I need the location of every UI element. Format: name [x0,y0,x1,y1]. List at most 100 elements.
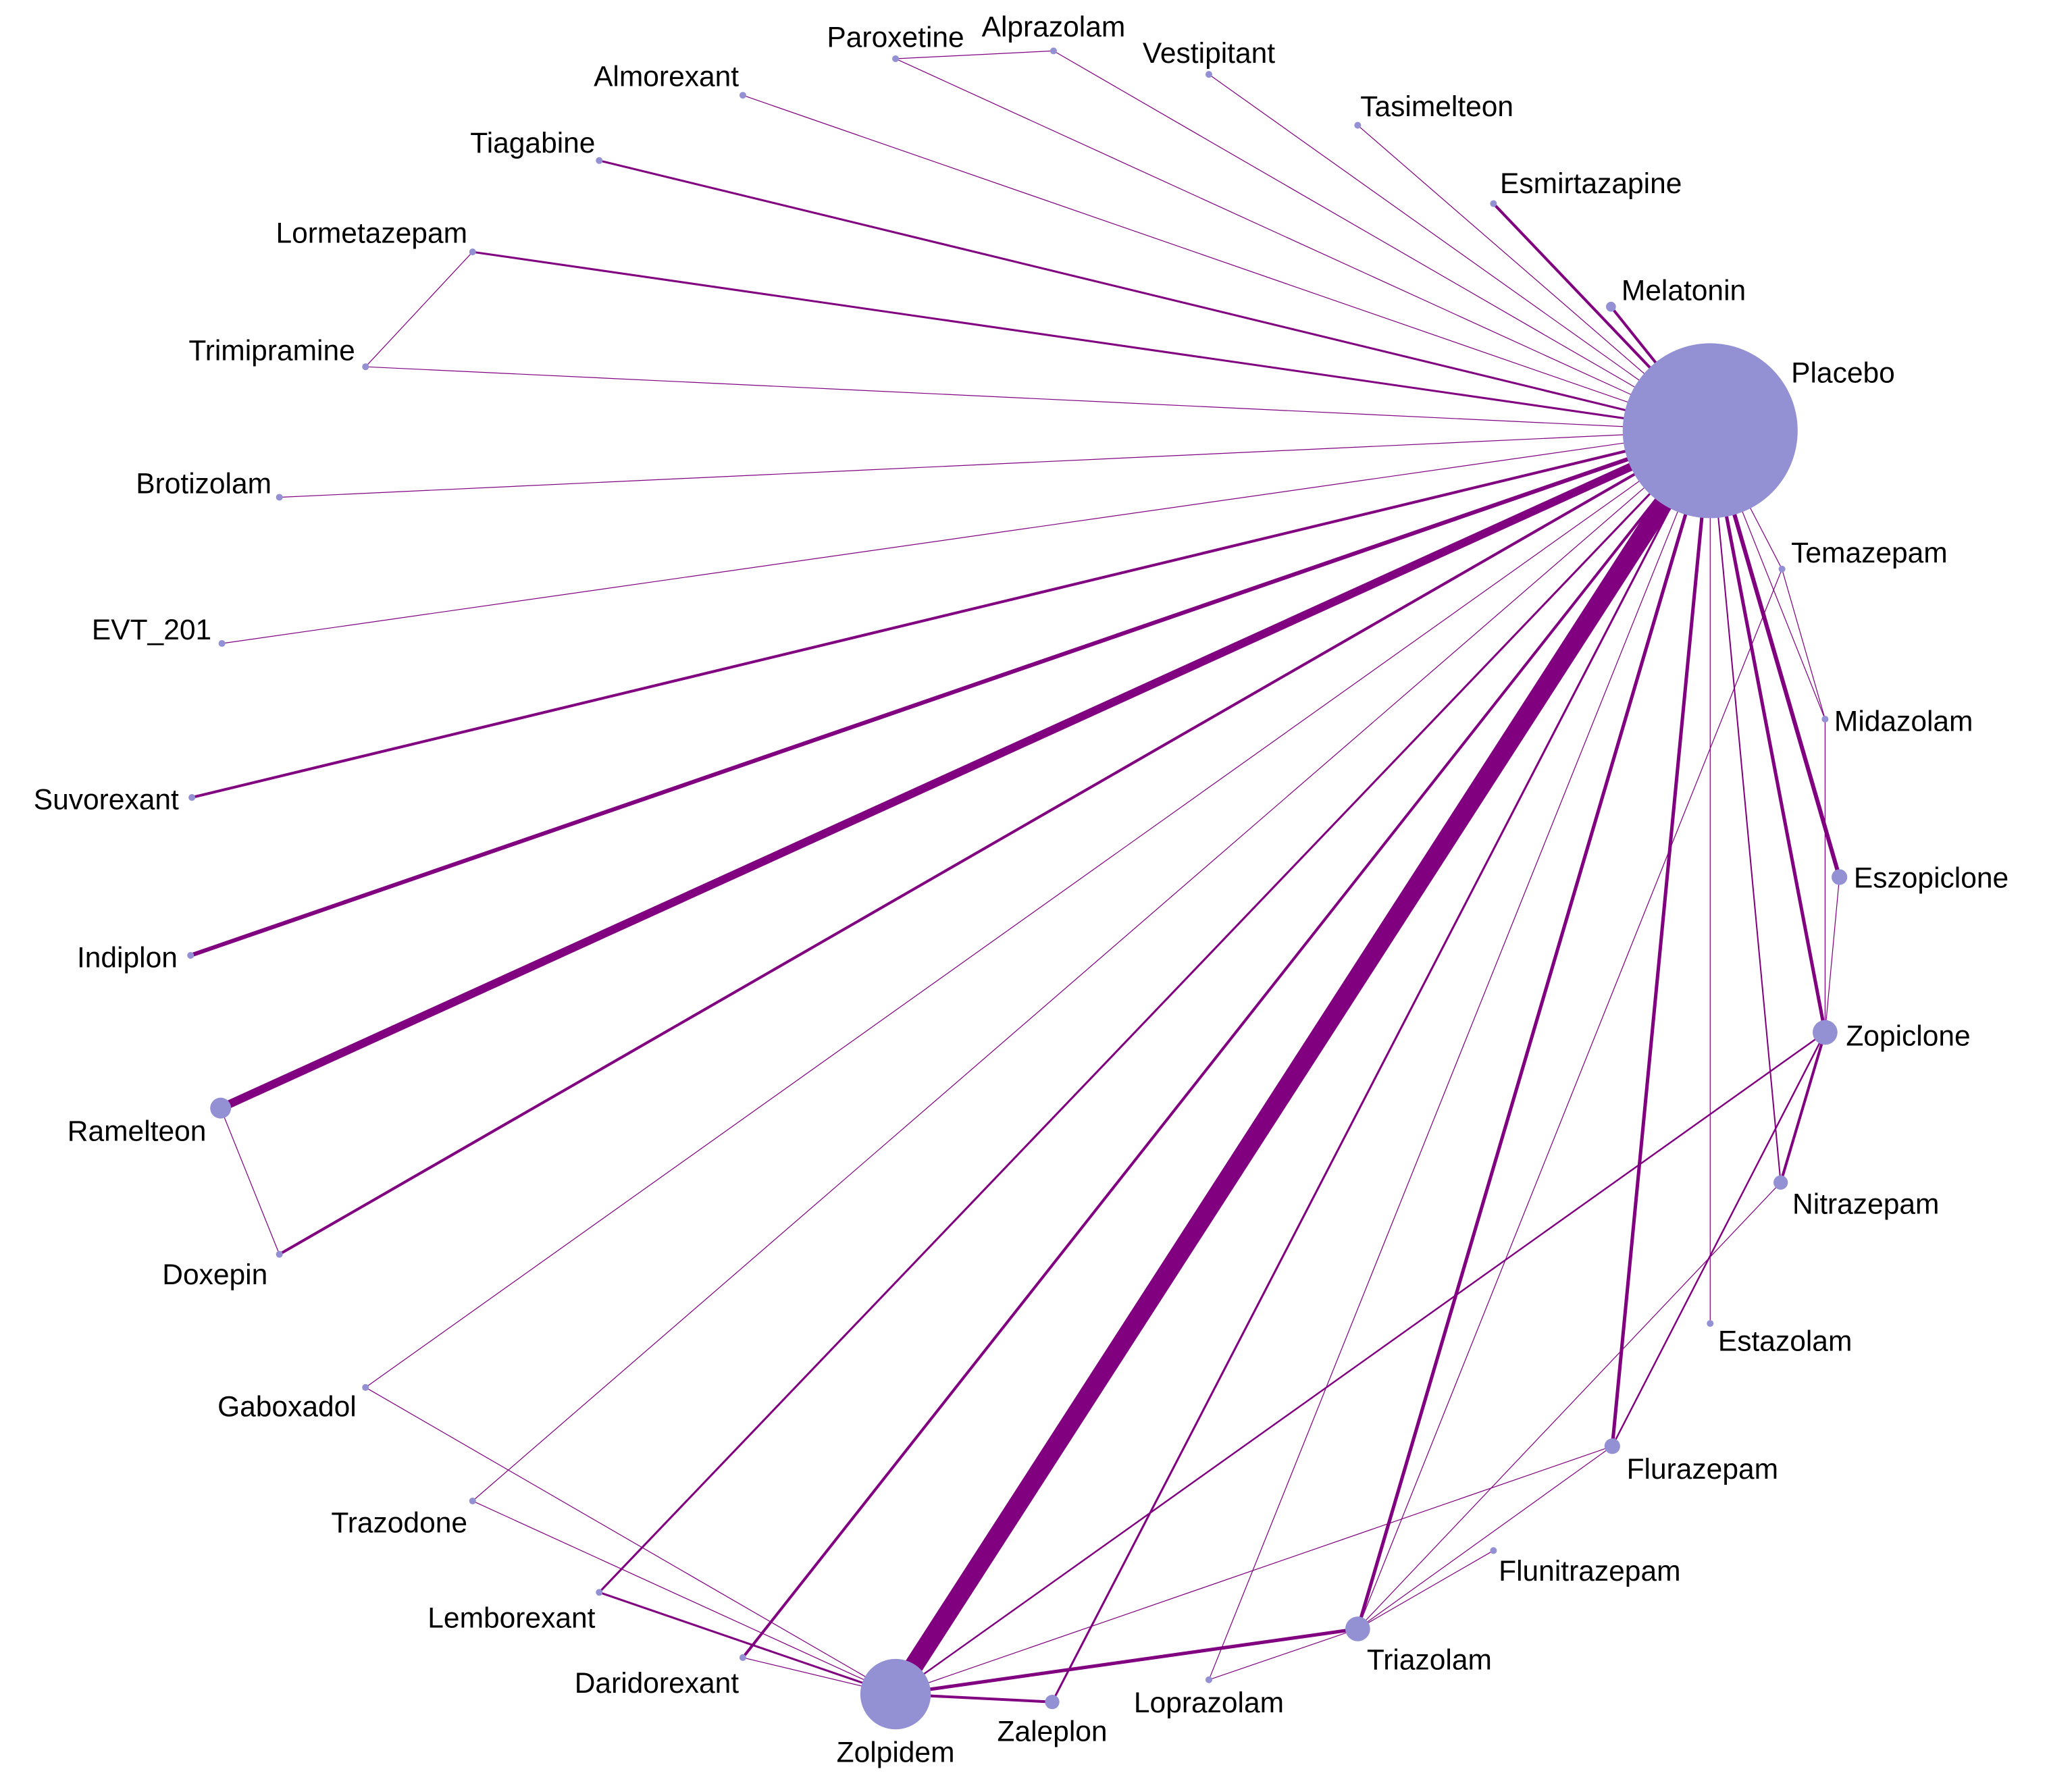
edge-flurazepam-zopiclone [1611,1032,1826,1447]
node-almorexant [739,92,746,99]
edge-placebo-daridorexant [742,429,1711,1659]
node-esmirtazapine [1490,200,1497,207]
node-label-almorexant: Almorexant [594,61,739,93]
edge-zolpidem-triazolam [895,1627,1358,1696]
node-ramelteon [210,1097,232,1119]
node-label-vestipitant: Vestipitant [1143,38,1275,70]
node-label-estazolam: Estazolam [1718,1326,1852,1358]
node-label-trimipramine: Trimipramine [188,336,355,367]
edge-placebo-zaleplon [1051,430,1711,1703]
node-placebo [1622,343,1798,519]
node-label-lormetazepam: Lormetazepam [276,218,467,250]
edge-placebo-lemborexant [598,429,1711,1593]
edge-placebo-lormetazepam [472,251,1711,432]
edge-zolpidem-zopiclone [895,1032,1826,1695]
node-temazepam [1778,565,1786,573]
edge-triazolam-temazepam [1357,569,1783,1629]
node-eszopiclone [1832,869,1848,885]
node-label-zopiclone: Zopiclone [1846,1020,1970,1052]
node-tasimelteon [1354,122,1362,129]
node-zaleplon [1045,1695,1060,1710]
node-label-suvorexant: Suvorexant [34,784,179,816]
edge-zolpidem-lemborexant [598,1591,896,1695]
node-label-evt201: EVT_201 [92,614,211,646]
node-label-ramelteon: Ramelteon [68,1115,207,1147]
node-label-gaboxadol: Gaboxadol [217,1391,357,1423]
node-lemborexant [596,1589,603,1596]
node-label-zaleplon: Zaleplon [997,1716,1107,1748]
node-suvorexant [188,794,196,801]
edge-placebo-loprazolam [1208,430,1711,1681]
node-label-flurazepam: Flurazepam [1627,1454,1778,1485]
node-flunitrazepam [1490,1547,1497,1554]
node-indiplon [187,951,195,959]
node-label-temazepam: Temazepam [1791,537,1948,569]
edge-placebo-flurazepam [1610,430,1712,1447]
edge-placebo-paroxetine [895,58,1711,431]
edge-placebo-vestipitant [1208,74,1711,431]
node-label-daridorexant: Daridorexant [575,1668,740,1699]
edge-placebo-gaboxadol [365,430,1711,1388]
node-melatonin [1606,301,1616,312]
node-label-triazolam: Triazolam [1367,1644,1492,1676]
edge-placebo-suvorexant [191,429,1711,799]
node-label-alprazolam: Alprazolam [982,11,1126,43]
edge-placebo-alprazolam [1053,50,1711,431]
edge-zolpidem-gaboxadol [365,1387,896,1695]
node-tiagabine [596,157,603,164]
node-midazolam [1821,716,1829,723]
node-label-trazodone: Trazodone [331,1507,467,1539]
edge-placebo-nitrazepam [1709,430,1782,1183]
node-label-lemborexant: Lemborexant [427,1602,595,1634]
node-label-esmirtazapine: Esmirtazapine [1500,168,1682,200]
node-label-midazolam: Midazolam [1834,706,1973,738]
node-alprazolam [1050,47,1057,55]
node-label-indiplon: Indiplon [77,942,178,974]
node-label-tiagabine: Tiagabine [470,128,595,159]
edge-placebo-tiagabine [598,159,1711,432]
edge-placebo-zolpidem [887,425,1719,1699]
node-trazodone [469,1497,476,1505]
edge-zopiclone-eszopiclone [1824,876,1840,1033]
node-label-zolpidem: Zolpidem [837,1737,955,1769]
edge-placebo-ramelteon [219,427,1712,1112]
node-label-nitrazepam: Nitrazepam [1792,1189,1939,1221]
node-label-paroxetine: Paroxetine [827,22,964,54]
edge-triazolam-loprazolam [1208,1628,1358,1681]
node-paroxetine [892,55,900,63]
node-daridorexant [739,1654,746,1661]
node-label-loprazolam: Loprazolam [1134,1687,1284,1719]
node-doxepin [276,1250,283,1258]
node-estazolam [1707,1320,1714,1327]
node-loprazolam [1205,1676,1213,1683]
edge-zolpidem-trazodone [472,1500,896,1695]
node-triazolam [1345,1616,1370,1641]
node-label-flunitrazepam: Flunitrazepam [1499,1556,1680,1587]
node-brotizolam [276,494,283,501]
node-flurazepam [1604,1438,1620,1454]
node-label-brotizolam: Brotizolam [136,469,271,500]
edge-lormetazepam-trimipramine [365,251,473,367]
edge-temazepam-midazolam [1782,569,1825,720]
node-label-tasimelteon: Tasimelteon [1360,91,1513,123]
edge-placebo-trimipramine [365,366,1711,431]
node-label-placebo: Placebo [1791,357,1895,389]
node-lormetazepam [469,248,476,256]
edge-triazolam-flunitrazepam [1357,1550,1494,1629]
edge-placebo-zopiclone [1708,430,1827,1033]
node-vestipitant [1205,71,1213,78]
edge-ramelteon-doxepin [220,1107,280,1255]
edge-placebo-trazodone [472,430,1711,1502]
edge-placebo-doxepin [278,429,1711,1256]
node-label-eszopiclone: Eszopiclone [1854,862,2009,894]
node-label-melatonin: Melatonin [1622,275,1746,307]
edge-triazolam-flurazepam [1357,1446,1613,1629]
edge-placebo-evt201 [222,430,1711,644]
edge-placebo-brotizolam [279,430,1711,498]
edges-layer [190,50,1842,1704]
node-gaboxadol [362,1383,369,1391]
edge-paroxetine-alprazolam [896,50,1054,59]
